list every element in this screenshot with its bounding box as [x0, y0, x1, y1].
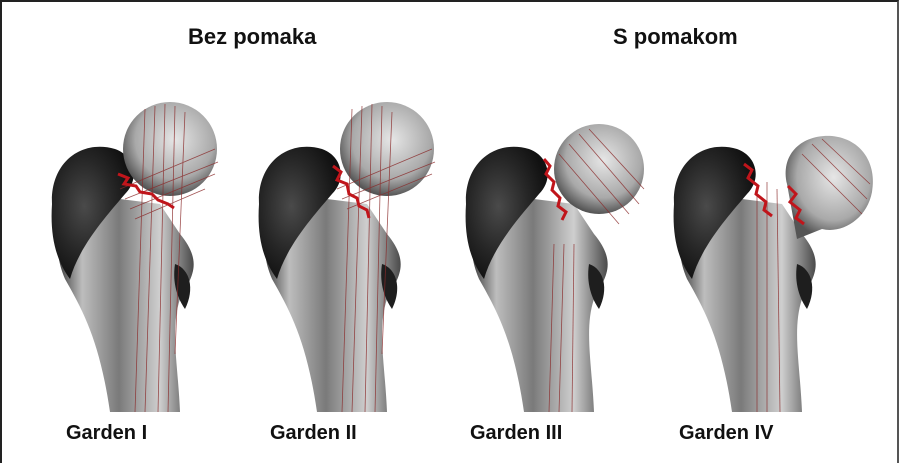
femur-illustration-garden-3 — [454, 94, 669, 412]
femur-panel-garden-2 — [247, 94, 462, 412]
femur-panel-garden-3 — [454, 94, 669, 412]
femur-illustration-garden-4 — [662, 94, 877, 412]
garden-3-label: Garden III — [470, 422, 562, 445]
garden-4-label: Garden IV — [679, 422, 773, 445]
garden-1-label: Garden I — [66, 422, 147, 445]
garden-2-label: Garden II — [270, 422, 357, 445]
femur-panel-garden-1 — [40, 94, 255, 412]
group-title-undisplaced: Bez pomaka — [188, 24, 316, 50]
femur-illustration-garden-1 — [40, 94, 255, 412]
femur-illustration-garden-2 — [247, 94, 462, 412]
group-title-displaced: S pomakom — [613, 24, 738, 50]
femoral-head — [786, 136, 873, 239]
femur-panel-garden-4 — [662, 94, 877, 412]
